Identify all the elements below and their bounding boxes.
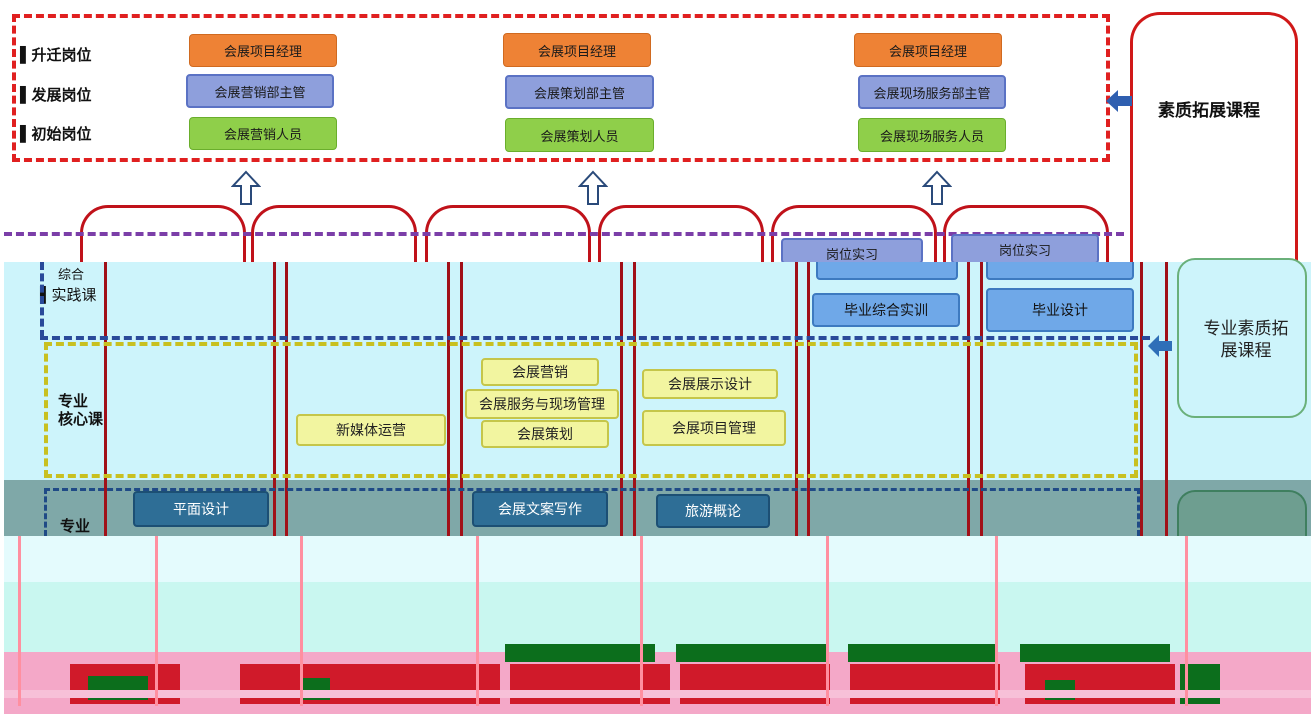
course-box: 毕业综合实训 <box>812 293 960 327</box>
left-arrow-icon <box>1106 90 1132 112</box>
professional-quality-panel <box>1177 258 1307 418</box>
column-divider <box>273 262 276 536</box>
core-frame <box>44 342 1138 478</box>
artifact-block <box>850 664 1000 704</box>
position-box: 会展现场服务部主管 <box>858 75 1006 109</box>
column-divider <box>807 262 810 536</box>
corrupted-band-cyan <box>4 536 1311 582</box>
label-development: ▌发展岗位 <box>20 86 92 104</box>
column-divider <box>795 262 798 536</box>
practice-frame-top <box>4 232 1124 236</box>
column-divider <box>285 262 288 536</box>
position-box: 会展策划部主管 <box>505 75 654 109</box>
section-label-practice-partial: 综合 <box>58 268 85 283</box>
course-box: 会展服务与现场管理 <box>465 389 619 419</box>
position-box: 会展项目经理 <box>503 33 651 67</box>
artifact-block <box>1020 644 1170 662</box>
course-box: 会展策划 <box>481 420 609 448</box>
course-box: 岗位实习 <box>781 238 923 264</box>
course-box: 会展展示设计 <box>642 369 778 399</box>
course-box: 会展项目管理 <box>642 410 786 446</box>
artifact-stripe <box>1185 536 1188 706</box>
artifact-stripe <box>18 536 21 706</box>
column-divider <box>620 262 623 536</box>
course-box: 旅游概论 <box>656 494 770 528</box>
artifact-block <box>676 644 826 662</box>
artifact-block <box>330 664 500 704</box>
course-box <box>986 262 1134 280</box>
section-label-core: 专业 核心课 <box>58 392 104 428</box>
course-box: 毕业设计 <box>986 288 1134 332</box>
position-box: 会展项目经理 <box>189 34 337 67</box>
course-box: 新媒体运营 <box>296 414 446 446</box>
professional-quality-title: 专业素质拓展课程 <box>1203 319 1289 361</box>
artifact-stripe <box>476 536 479 706</box>
column-divider <box>1140 262 1143 536</box>
artifact-block <box>510 664 670 704</box>
artifact-stripe <box>300 536 303 706</box>
artifact-block <box>505 644 655 662</box>
column-divider <box>633 262 636 536</box>
base-frame <box>44 488 1140 536</box>
artifact-stripe <box>640 536 643 706</box>
course-box: 岗位实习 <box>951 234 1099 264</box>
up-arrow-icon <box>231 170 261 205</box>
course-box: 会展文案写作 <box>472 491 608 527</box>
up-arrow-icon <box>578 170 608 205</box>
artifact-stripe <box>995 536 998 706</box>
position-box: 会展策划人员 <box>505 118 654 152</box>
corrupted-band-lightcyan <box>4 582 1311 652</box>
position-box: 会展营销部主管 <box>186 74 334 108</box>
course-box: 平面设计 <box>133 491 269 527</box>
course-box <box>816 262 958 280</box>
section-label-practice: ▌实践课 <box>40 286 97 304</box>
artifact-stripe <box>826 536 829 706</box>
column-divider <box>967 262 970 536</box>
section-label-base-partial: 专业 <box>60 517 91 535</box>
label-promotion: ▌升迁岗位 <box>20 46 92 64</box>
course-box: 会展营销 <box>481 358 599 386</box>
artifact-stripe <box>155 536 158 706</box>
position-box: 会展项目经理 <box>854 33 1002 67</box>
quality-course-title: 素质拓展课程 <box>1158 101 1260 121</box>
position-box: 会展营销人员 <box>189 117 337 150</box>
column-divider <box>1165 262 1168 536</box>
practice-frame-bottom <box>40 336 1150 340</box>
artifact-block <box>4 690 1311 698</box>
column-divider <box>980 262 983 536</box>
column-divider <box>460 262 463 536</box>
up-arrow-icon <box>922 170 952 205</box>
career-path-frame <box>12 14 1110 162</box>
position-box: 会展现场服务人员 <box>858 118 1006 152</box>
practice-frame-left <box>40 262 44 338</box>
column-divider <box>447 262 450 536</box>
base-quality-panel <box>1177 490 1307 536</box>
label-entry: ▌初始岗位 <box>20 125 92 143</box>
artifact-block <box>680 664 830 704</box>
left-arrow-icon <box>1148 335 1172 357</box>
artifact-block <box>848 644 998 662</box>
column-divider <box>104 262 107 536</box>
